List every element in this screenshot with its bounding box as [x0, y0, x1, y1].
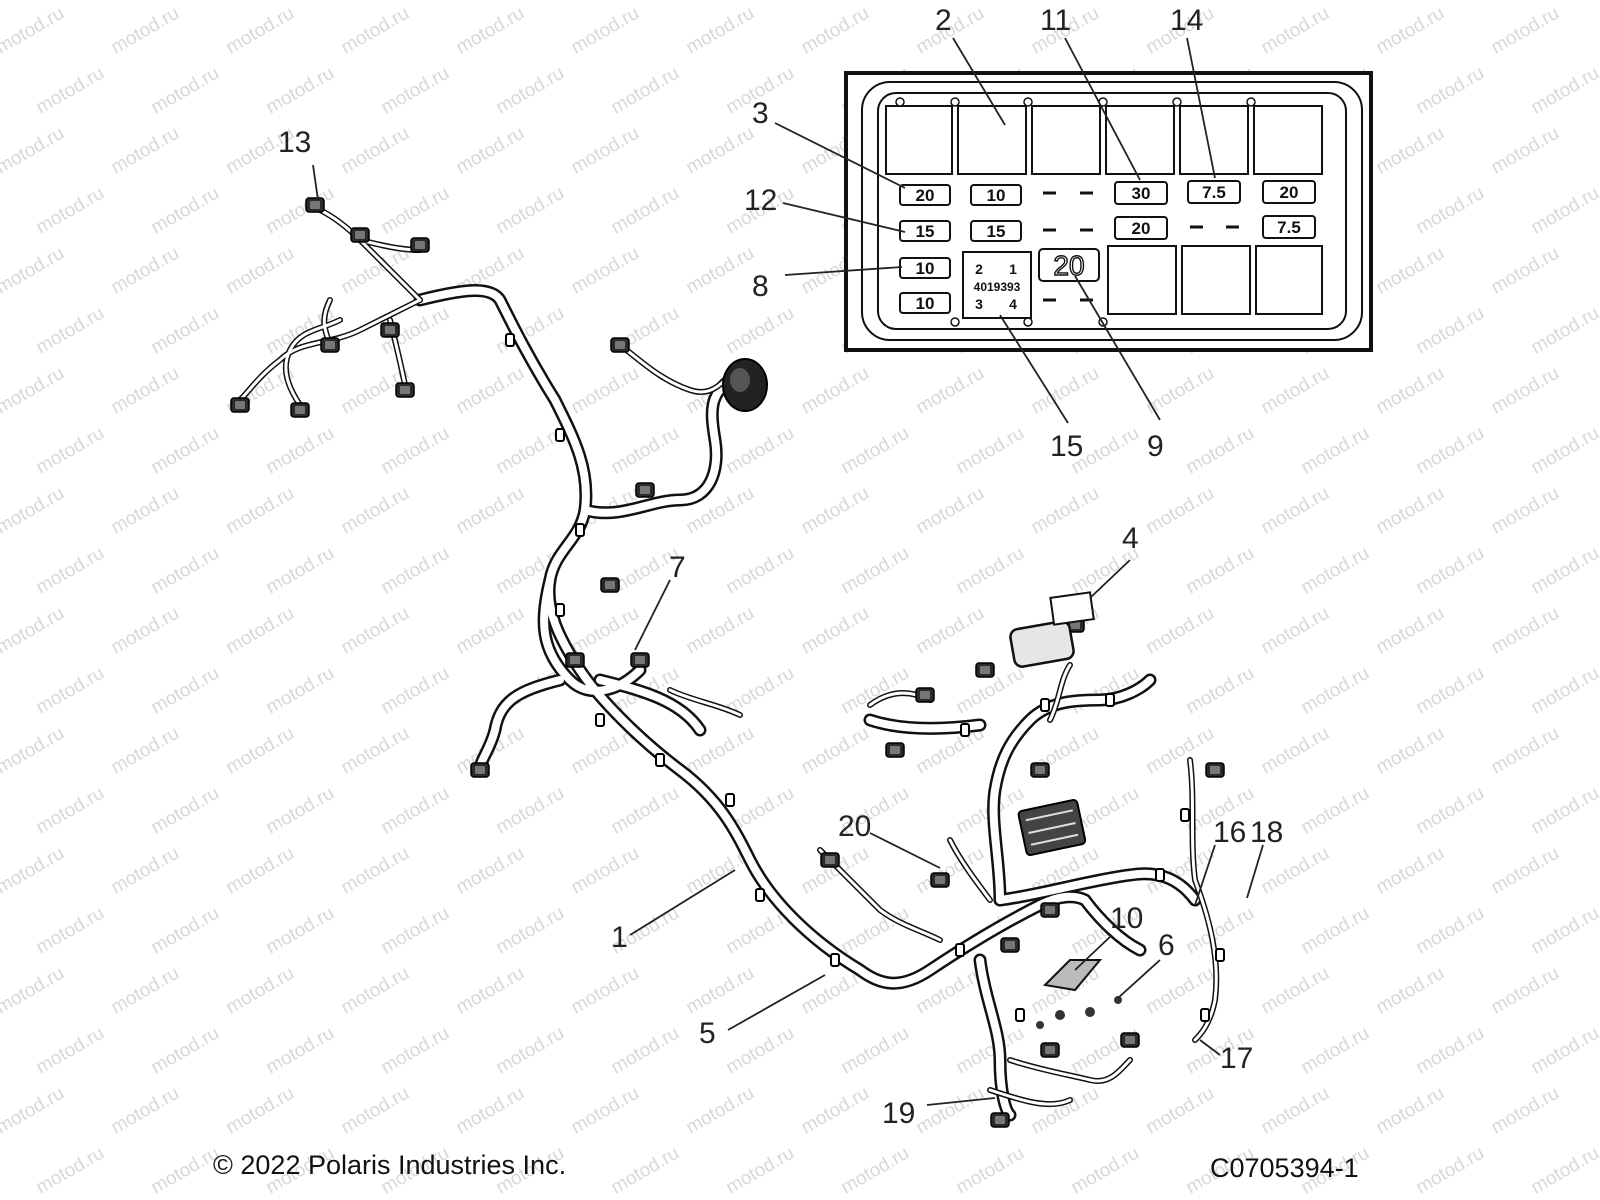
- screw: [1085, 1007, 1095, 1017]
- fuse-value: 15: [916, 222, 935, 241]
- fuse-value: 10: [987, 186, 1006, 205]
- fuse-value: 20: [916, 186, 935, 205]
- relay-part-number: 4019393: [974, 280, 1021, 294]
- screw: [1114, 996, 1122, 1004]
- callout-10: 10: [1110, 902, 1143, 935]
- fuse-value: 30: [1132, 184, 1151, 203]
- leader-lines: [312, 37, 1264, 1106]
- fuse-box-inset: 20 10 30 7.5 20 15 15 20 7.5 10 10 2 1 4…: [844, 71, 1373, 352]
- fuse-value: 15: [987, 222, 1006, 241]
- callout-18: 18: [1250, 816, 1283, 849]
- fuse-value: 7.5: [1277, 218, 1301, 237]
- relay-15: [962, 251, 1032, 319]
- callout-16: 16: [1213, 816, 1246, 849]
- mount-bracket: [1042, 959, 1103, 992]
- label-sticker: [1049, 591, 1095, 626]
- callout-9: 9: [1147, 430, 1164, 463]
- callout-5: 5: [699, 1017, 716, 1050]
- maxi-fuse-value: 20: [1053, 250, 1084, 281]
- harness-components: [722, 358, 1122, 1029]
- fuse-value: 20: [1280, 183, 1299, 202]
- callout-17: 17: [1220, 1042, 1253, 1075]
- relay-pin: 1: [1009, 261, 1017, 277]
- screw: [1036, 1021, 1044, 1029]
- relay-pin: 2: [975, 261, 983, 277]
- screw: [1055, 1010, 1065, 1020]
- callout-15: 15: [1050, 430, 1083, 463]
- callout-1: 1: [611, 921, 628, 954]
- callout-8: 8: [752, 270, 769, 303]
- callout-11: 11: [1040, 4, 1071, 37]
- fuse-value: 10: [916, 259, 935, 278]
- callout-7: 7: [669, 551, 686, 584]
- callout-14: 14: [1170, 4, 1203, 37]
- fuse-value: 7.5: [1202, 183, 1226, 202]
- callout-13: 13: [278, 126, 311, 159]
- callout-numbers: 1 2 3 4 5 6 7 8 9 10 11 12 13 14 15 16 1…: [278, 4, 1283, 1130]
- callout-12: 12: [744, 184, 777, 217]
- fuse-value: 10: [916, 294, 935, 313]
- relay-sockets-top: [885, 105, 1323, 175]
- relay-sockets-bottom: [1107, 245, 1323, 315]
- control-module: [1009, 620, 1075, 668]
- callout-3: 3: [752, 97, 769, 130]
- fuse-value: 20: [1132, 219, 1151, 238]
- relay-pin: 3: [975, 296, 983, 312]
- copyright-text: © 2022 Polaris Industries Inc.: [213, 1150, 567, 1180]
- callout-20: 20: [838, 810, 871, 843]
- figure-code: C0705394-1: [1210, 1153, 1359, 1183]
- callout-6: 6: [1158, 929, 1175, 962]
- relay-pin: 4: [1009, 296, 1017, 312]
- callout-19: 19: [882, 1097, 915, 1130]
- harness-wires: [237, 207, 1220, 1122]
- callout-4: 4: [1122, 522, 1139, 555]
- callout-2: 2: [935, 4, 952, 37]
- maxi-fuse: [1038, 248, 1100, 282]
